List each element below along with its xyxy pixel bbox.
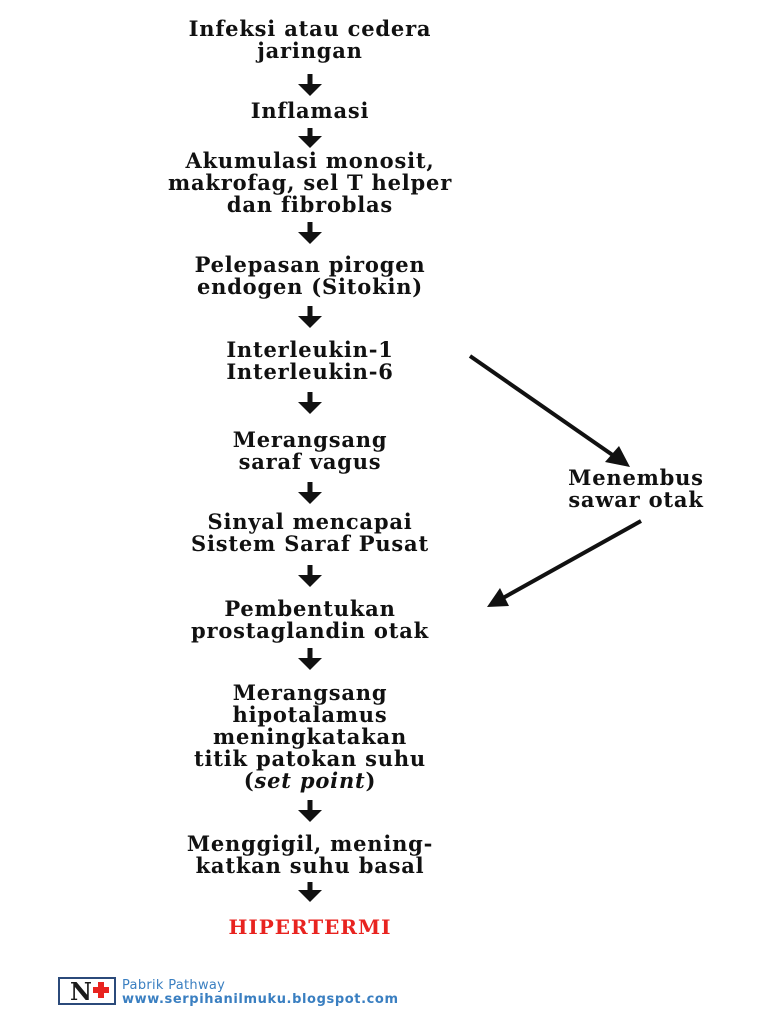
node-line: makrofag, sel T helper	[167, 170, 453, 195]
node-prostaglandin: Pembentukan prostaglandin otak	[114, 598, 506, 642]
node-line: Pelepasan pirogen	[194, 252, 426, 277]
node-line: prostaglandin otak	[191, 618, 429, 643]
node-infeksi: Infeksi atau cedera jaringan	[134, 18, 486, 62]
footer-url[interactable]: www.serpihanilmuku.blogspot.com	[122, 992, 399, 1007]
logo-letter: N	[70, 977, 92, 1005]
node-hipotalamus: Merangsang hipotalamus meningkatakan tit…	[124, 682, 496, 792]
node-line: Sistem Saraf Pusat	[191, 531, 429, 556]
paren-open: (	[243, 768, 255, 793]
paren-close: )	[365, 768, 377, 793]
diagonal-arrowhead-to-sawar	[605, 446, 630, 467]
down-arrow	[298, 306, 322, 328]
node-line: Interleukin-1	[226, 337, 394, 362]
footer-name: Pabrik Pathway	[122, 978, 226, 993]
down-arrow	[298, 74, 322, 96]
node-vagus: Merangsang saraf vagus	[164, 429, 456, 473]
diagonal-arrow-to-prostaglandin	[502, 519, 642, 600]
node-line: Infeksi atau cedera	[188, 16, 432, 41]
node-menggigil: Menggigil, mening- katkan suhu basal	[114, 833, 506, 877]
node-line: Merangsang	[232, 680, 388, 705]
node-line: katkan suhu basal	[195, 853, 425, 878]
node-hipertermi: HIPERTERMI	[164, 916, 456, 938]
node-line: dan fibroblas	[226, 192, 394, 217]
node-line: saraf vagus	[238, 449, 382, 474]
set-point-text: set point	[254, 768, 366, 793]
node-line: HIPERTERMI	[228, 915, 392, 939]
down-arrow	[298, 800, 322, 822]
node-line: Pembentukan	[224, 596, 396, 621]
down-arrow	[298, 648, 322, 670]
node-line: Merangsang	[232, 427, 388, 452]
diagonal-arrow-to-sawar	[468, 354, 616, 458]
node-interleukin: Interleukin-1 Interleukin-6	[164, 339, 456, 383]
node-line-set-point: (set point)	[124, 770, 496, 792]
node-line: hipotalamus	[232, 702, 388, 727]
node-line: Inflamasi	[250, 98, 370, 123]
node-line: jaringan	[257, 38, 363, 63]
node-line: Menggigil, mening-	[186, 831, 434, 856]
logo-icon: N	[58, 977, 116, 1005]
down-arrow	[298, 882, 322, 902]
down-arrow	[298, 482, 322, 504]
down-arrow	[298, 392, 322, 414]
node-line: Sinyal mencapai	[207, 509, 413, 534]
down-arrow	[298, 565, 322, 587]
node-line: sawar otak	[568, 487, 704, 512]
down-arrow	[298, 222, 322, 244]
node-ssp: Sinyal mencapai Sistem Saraf Pusat	[124, 511, 496, 555]
node-line: endogen (Sitokin)	[196, 274, 424, 299]
node-line: Menembus	[568, 465, 704, 490]
node-line: titik patokan suhu	[194, 746, 426, 771]
node-pirogen: Pelepasan pirogen endogen (Sitokin)	[124, 254, 496, 298]
node-inflamasi: Inflamasi	[134, 100, 486, 122]
node-sawar-otak: Menembus sawar otak	[520, 467, 752, 511]
down-arrow	[298, 128, 322, 148]
node-line: Akumulasi monosit,	[185, 148, 435, 173]
node-line: meningkatakan	[212, 724, 408, 749]
node-akumulasi: Akumulasi monosit, makrofag, sel T helpe…	[104, 150, 516, 216]
diagonal-arrowhead-to-prostaglandin	[487, 588, 509, 607]
node-line: Interleukin-6	[226, 359, 394, 384]
